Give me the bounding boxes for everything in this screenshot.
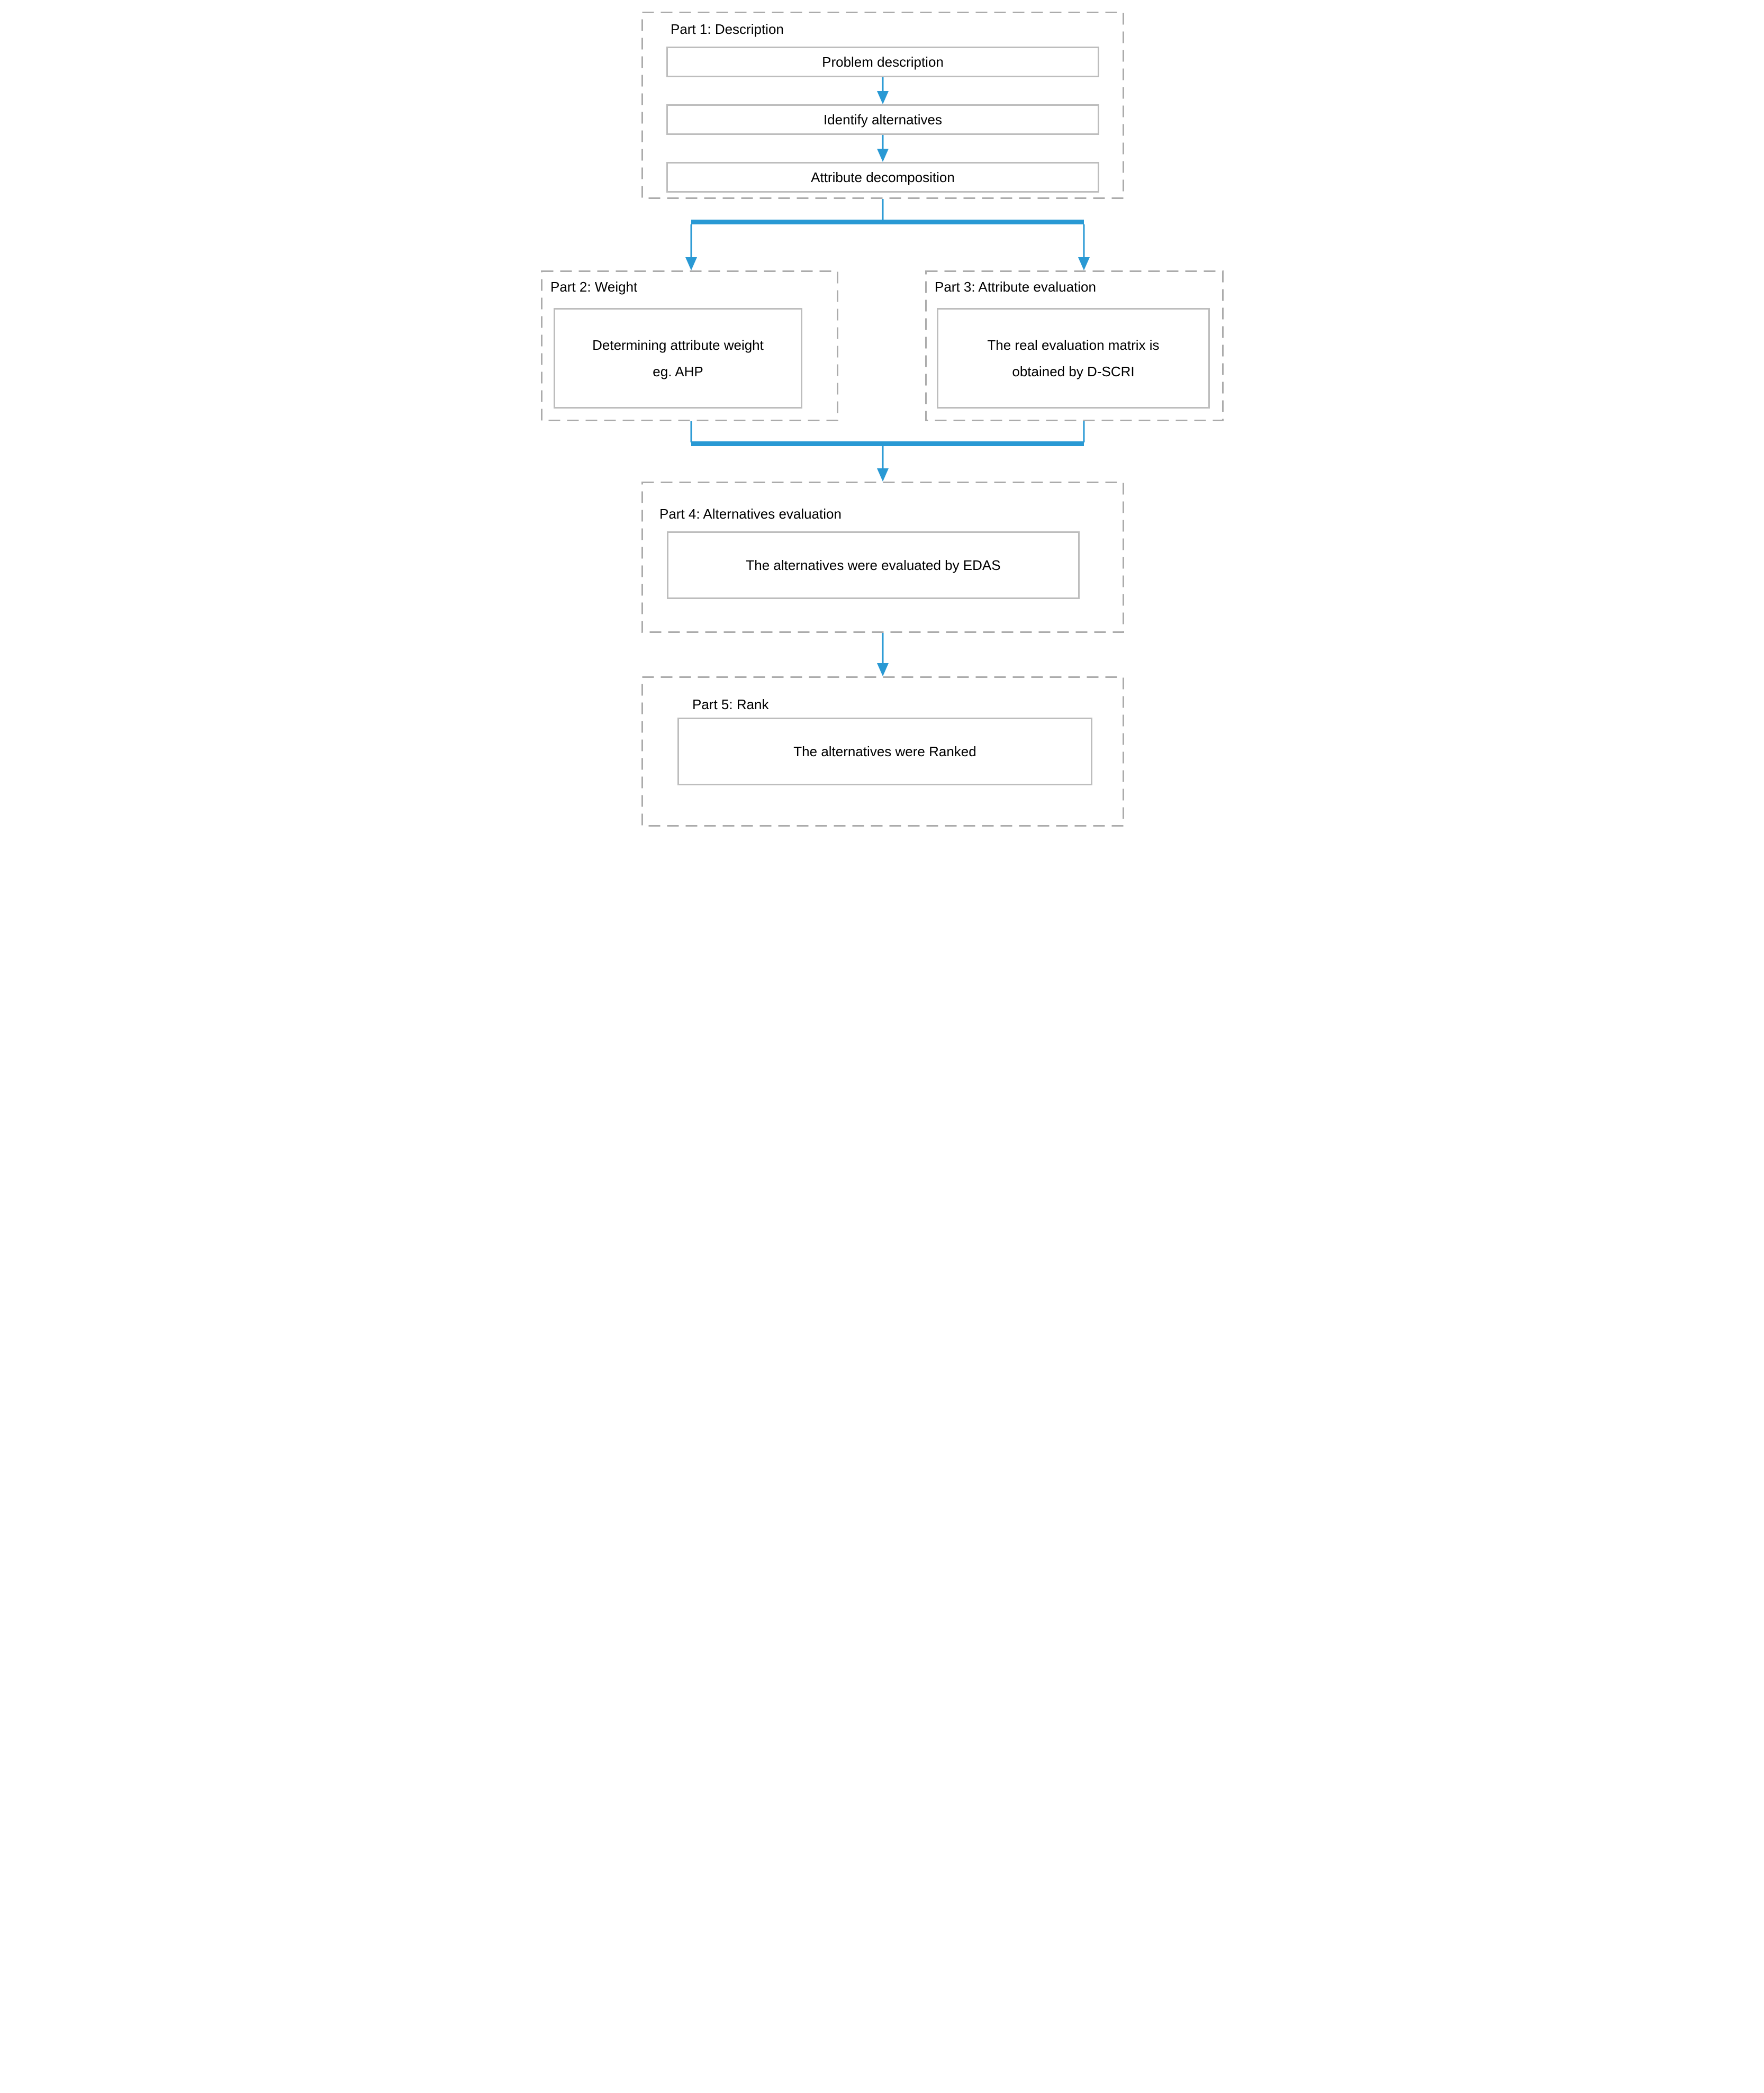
node-weight-line1: Determining attribute weight [592, 337, 764, 353]
part5-container: Part 5: Rank The alternatives were Ranke… [641, 676, 1124, 827]
node-problem-description: Problem description [666, 47, 1099, 77]
part2-container: Part 2: Weight Determining attribute wei… [541, 270, 838, 421]
node-problem-description-label: Problem description [822, 54, 944, 70]
node-real-evaluation-matrix: The real evaluation matrix is obtained b… [937, 308, 1210, 409]
part5-title: Part 5: Rank [692, 696, 769, 712]
node-evaluated-by-edas: The alternatives were evaluated by EDAS [667, 531, 1080, 599]
part4-container: Part 4: Alternatives evaluation The alte… [641, 482, 1124, 633]
part1-container: Part 1: Description Problem description … [641, 12, 1124, 199]
flowchart-canvas: Part 1: Description Problem description … [529, 0, 1235, 837]
merge-connector-part2-part3-to-part4 [690, 421, 1085, 482]
node-attribute-decomposition: Attribute decomposition [666, 162, 1099, 193]
node-matrix-line2: obtained by D-SCRI [1012, 364, 1135, 379]
node-matrix-line1: The real evaluation matrix is [987, 337, 1160, 353]
node-ranked-label: The alternatives were Ranked [793, 744, 976, 759]
node-determining-attribute-weight: Determining attribute weight eg. AHP [554, 308, 802, 409]
part2-title: Part 2: Weight [550, 279, 638, 295]
part3-title: Part 3: Attribute evaluation [935, 279, 1096, 295]
node-weight-line2: eg. AHP [653, 364, 703, 379]
part1-title: Part 1: Description [671, 21, 784, 37]
part3-container: Part 3: Attribute evaluation The real ev… [925, 270, 1224, 421]
node-attribute-decomposition-label: Attribute decomposition [811, 169, 955, 185]
split-connector-part1-to-part2-part3 [685, 199, 1090, 270]
node-alternatives-ranked: The alternatives were Ranked [677, 718, 1092, 785]
node-identify-alternatives-label: Identify alternatives [823, 112, 942, 128]
node-identify-alternatives: Identify alternatives [666, 104, 1099, 135]
arrow-part4-to-part5 [877, 633, 889, 676]
part2-dashed-border [541, 270, 838, 421]
part3-dashed-border [925, 270, 1224, 421]
node-edas-label: The alternatives were evaluated by EDAS [746, 557, 1001, 573]
part4-title: Part 4: Alternatives evaluation [659, 506, 842, 522]
part4-dashed-border [641, 482, 1124, 633]
